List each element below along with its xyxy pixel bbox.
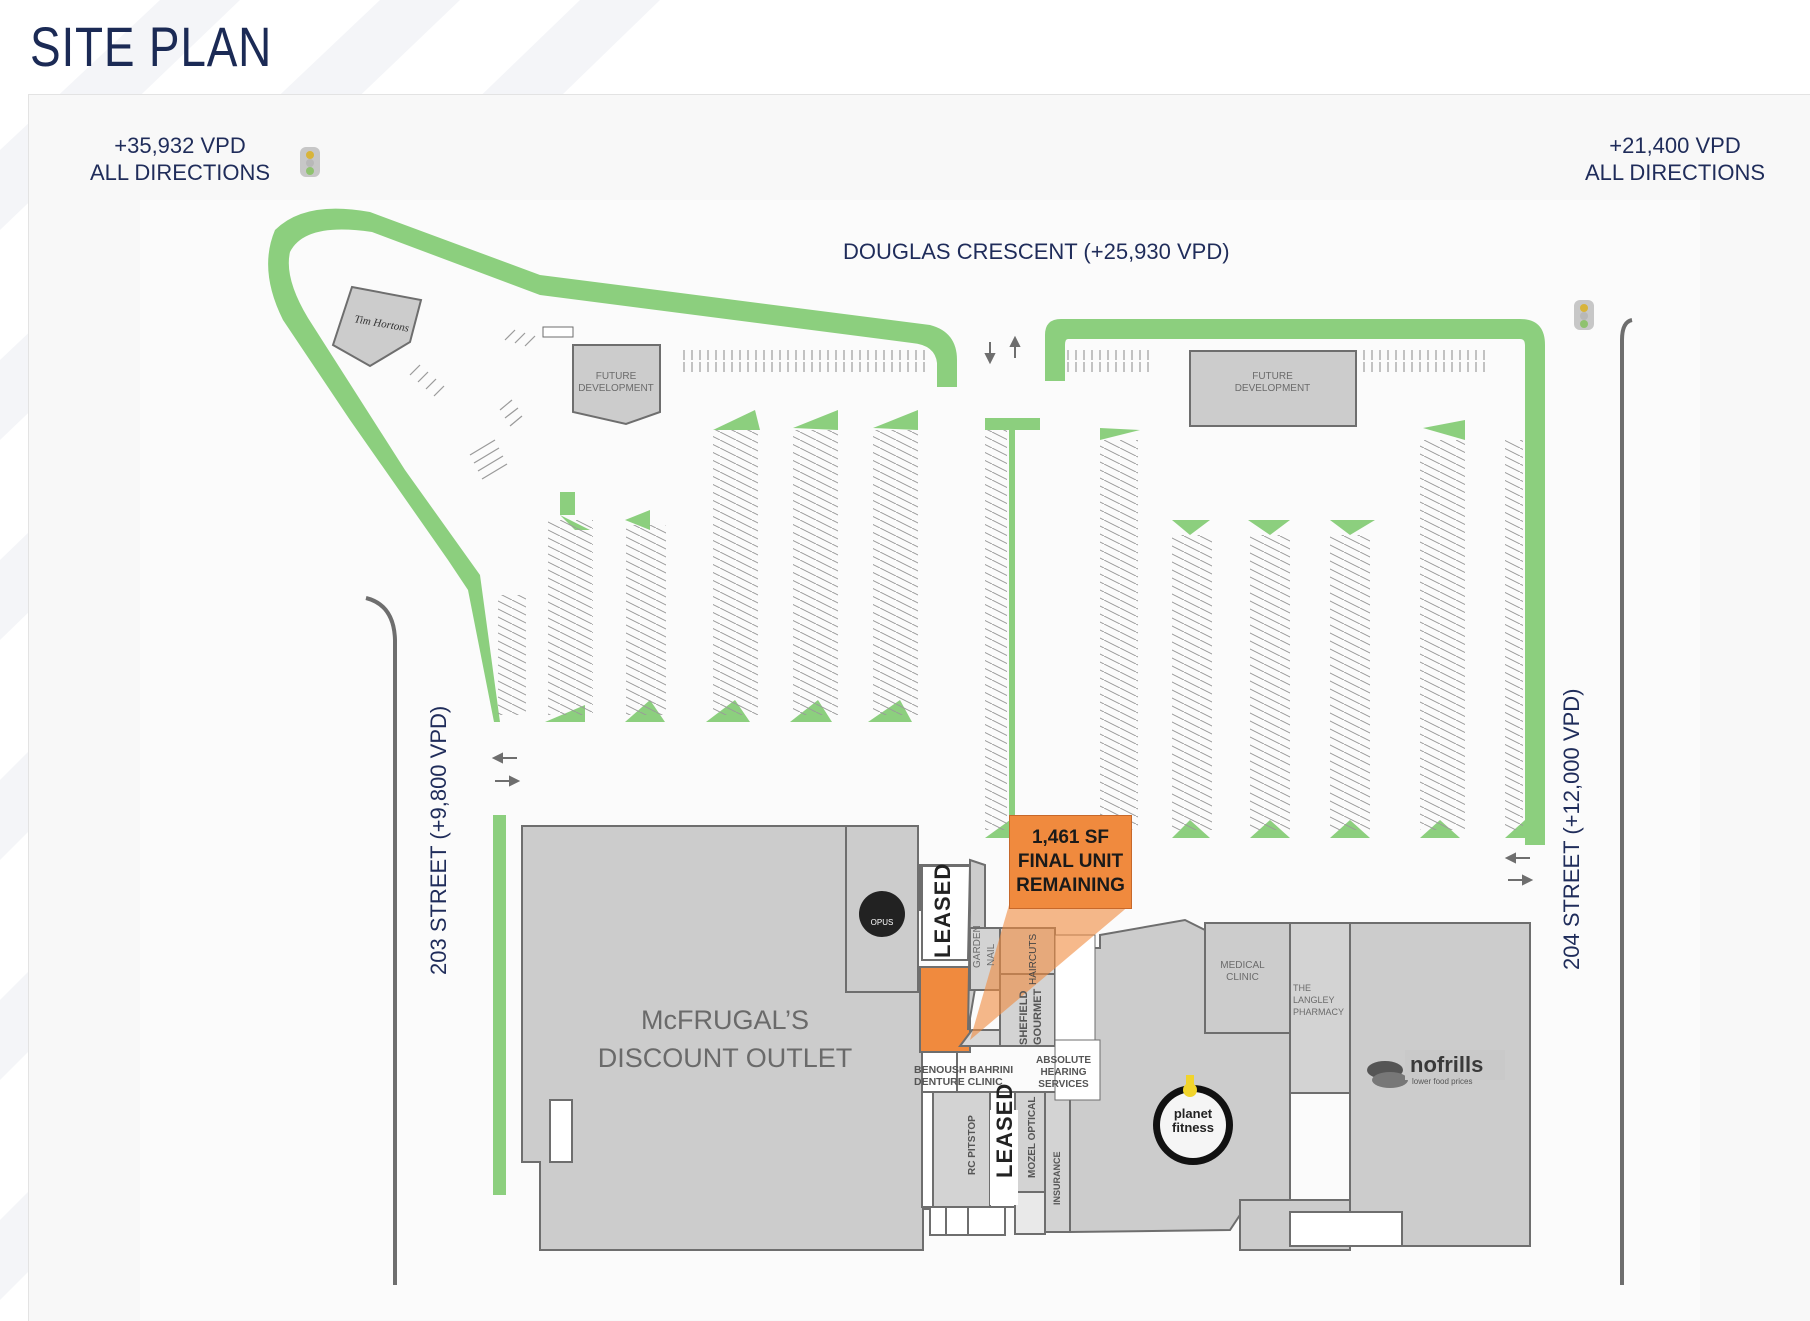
future-development-east-line1: FUTURE [1252,371,1293,382]
tenant-medical-line2: CLINIC [1226,972,1259,983]
tenant-absolute-line3: SERVICES [1038,1079,1089,1090]
tenant-medical-clinic: MEDICAL CLINIC [1210,960,1275,984]
callout-line1: 1,461 SF [1031,827,1110,848]
tenant-pharmacy-line2: LANGLEY [1293,995,1335,1005]
traffic-count-east: +21,400 VPD ALL DIRECTIONS [1575,132,1775,186]
tenant-rc-pitstop: RC PITSTOP [967,1115,978,1175]
tenant-benoush-bahrini: BENOUSH BAHRINI DENTURE CLINIC [914,1064,1013,1088]
no-frills-logo [1367,1050,1505,1088]
traffic-count-west: +35,932 VPD ALL DIRECTIONS [80,132,280,186]
tenant-benoush-line2: DENTURE CLINIC [914,1076,1003,1088]
tenant-planet-fitness: planet fitness [1163,1107,1223,1135]
future-development-east: FUTURE DEVELOPMENT [1230,371,1315,395]
tenant-langley-pharmacy: THE LANGLEY PHARMACY [1293,982,1344,1018]
planet-fitness-line1: planet [1173,1106,1213,1121]
future-development-east-line2: DEVELOPMENT [1234,383,1311,394]
street-douglas-crescent: DOUGLAS CRESCENT (+25,930 VPD) [843,239,1230,264]
pad-buildings [331,285,1357,427]
tenant-nail: NAIL [986,943,997,966]
traffic-count-east-value: +21,400 VPD [1609,133,1741,158]
tenant-insurance: INSURANCE [1052,1151,1062,1205]
future-development-west: FUTURE DEVELOPMENT [576,371,656,395]
opus-label: OPUS [870,918,894,927]
callout-line2: FINAL UNIT [1017,851,1124,872]
callout-line3: REMAINING [1016,875,1125,896]
street-204: 204 STREET (+12,000 VPD) [1559,688,1584,970]
tenant-pharmacy-line1: THE [1293,983,1311,993]
tenant-absolute-line1: ABSOLUTE [1036,1055,1091,1066]
street-203: 203 STREET (+9,800 VPD) [426,705,451,975]
tenant-haircuts: HAIRCUTS [1028,933,1039,985]
tenant-benoush-line1: BENOUSH BAHRINI [914,1064,1014,1076]
tenant-absolute-hearing: ABSOLUTE HEARING SERVICES [1036,1055,1091,1091]
tenant-absolute-line2: HEARING [1040,1067,1087,1078]
opus-logo [859,891,905,937]
angled-stalls [409,329,536,480]
anchor-tenant-mcfrugals: McFRUGAL’S DISCOUNT OUTLET [575,1001,875,1077]
traffic-arrows [491,335,1534,886]
anchor-line2: DISCOUNT OUTLET [597,1043,853,1073]
tenant-no-frills-tagline: lower food prices [1412,1077,1473,1086]
traffic-count-east-direction: ALL DIRECTIONS [1584,160,1766,185]
tenant-garden: GARDEN [972,925,983,968]
leased-label-bottom: LEASED [992,1082,1017,1178]
traffic-signal-icon [300,147,1594,330]
tenant-pharmacy-line3: PHARMACY [1293,1007,1345,1017]
future-development-west-line2: DEVELOPMENT [578,383,654,394]
available-unit-callout: 1,461 SF FINAL UNIT REMAINING [1009,815,1132,909]
page-title: SITE PLAN [30,15,273,78]
tenant-medical-line1: MEDICAL [1220,960,1265,971]
planet-fitness-logo [1153,1075,1233,1165]
traffic-count-west-direction: ALL DIRECTIONS [89,160,271,185]
leased-unit-top [921,865,972,961]
tenant-mozel-optical: MOZEL OPTICAL [1027,1096,1038,1178]
callout-pointer [970,905,1130,1040]
leased-unit-bottom [990,1110,1018,1205]
anchor-line1: McFRUGAL’S [640,1005,810,1035]
tenant-no-frills: nofrills [1410,1052,1484,1077]
traffic-count-west-value: +35,932 VPD [114,133,246,158]
future-development-west-line1: FUTURE [595,371,637,382]
planet-fitness-line2: fitness [1172,1120,1214,1135]
leased-label-top: LEASED [930,862,955,958]
street-curbs [365,318,1633,1285]
parking-stalls [498,350,1523,830]
tenant-shefield-line1: SHEFIELD [1018,990,1030,1045]
tenant-shefield-line2: GOURMET [1032,988,1044,1045]
